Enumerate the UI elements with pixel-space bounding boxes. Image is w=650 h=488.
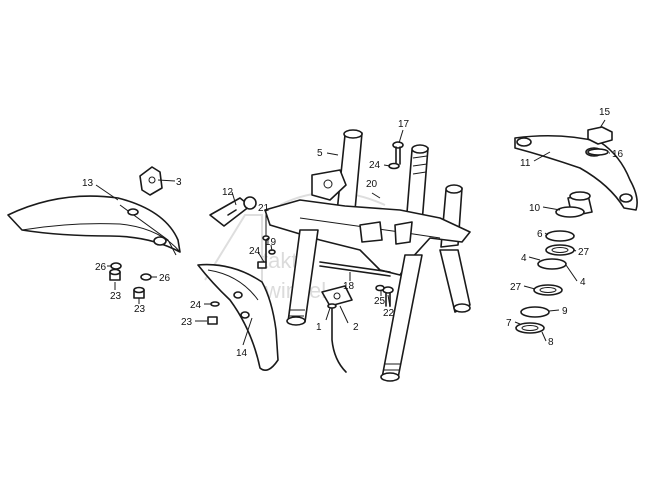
- callout-8: 8: [548, 337, 554, 348]
- callout-20: 20: [366, 179, 378, 190]
- cable-clamp: [209, 196, 257, 227]
- callout-22: 22: [383, 308, 395, 319]
- callout-6: 6: [537, 229, 543, 240]
- callout-24-clamp: 24: [249, 246, 261, 257]
- callout-16: 16: [612, 149, 624, 160]
- bolt-17: [388, 141, 404, 170]
- callout-27-lower: 27: [510, 282, 522, 293]
- fork-clamp: [321, 285, 353, 373]
- callout-17: 17: [398, 119, 410, 130]
- clamp-hardware: [257, 235, 276, 269]
- callout-14: 14: [236, 348, 248, 359]
- callout-25: 25: [374, 296, 386, 307]
- callout-12: 12: [222, 187, 234, 198]
- callout-labels: 13 3 12 5 17 24 20 21 19 24 26 23 23 26 …: [82, 107, 624, 359]
- callout-21: 21: [258, 203, 270, 214]
- callout-13: 13: [82, 178, 94, 189]
- callout-4-lower: 4: [580, 277, 586, 288]
- inner-fender: [197, 263, 279, 371]
- stem-hardware: [375, 284, 394, 307]
- leader-lines: [95, 119, 610, 346]
- callout-23-left: 23: [110, 291, 122, 302]
- watermark-logo: [204, 214, 263, 290]
- callout-18: 18: [343, 281, 355, 292]
- callout-1: 1: [316, 322, 322, 333]
- callout-11: 11: [520, 158, 531, 169]
- callout-19: 19: [265, 237, 277, 248]
- callout-24-stem: 24: [369, 160, 381, 171]
- bolt-18: [319, 261, 391, 277]
- callout-26-right: 26: [159, 273, 171, 284]
- bearing-stack: [515, 191, 593, 334]
- callout-24-fender: 24: [190, 300, 202, 311]
- steering-stem: [264, 129, 471, 382]
- callout-2: 2: [353, 322, 359, 333]
- callout-5: 5: [317, 148, 323, 159]
- callout-9: 9: [562, 306, 568, 317]
- stem-nut: [587, 126, 613, 156]
- callout-7: 7: [506, 318, 512, 329]
- callout-23-mid: 23: [134, 304, 146, 315]
- callout-10: 10: [529, 203, 541, 214]
- callout-26-left: 26: [95, 262, 107, 273]
- callout-4-upper: 4: [521, 253, 527, 264]
- callout-23-fender: 23: [181, 317, 193, 328]
- callout-15: 15: [599, 107, 611, 118]
- callout-27-upper: 27: [578, 247, 590, 258]
- watermark-line1: takt: [262, 248, 297, 273]
- front-fender: [7, 195, 181, 256]
- callout-3: 3: [176, 177, 182, 188]
- fender-bracket: [139, 166, 163, 196]
